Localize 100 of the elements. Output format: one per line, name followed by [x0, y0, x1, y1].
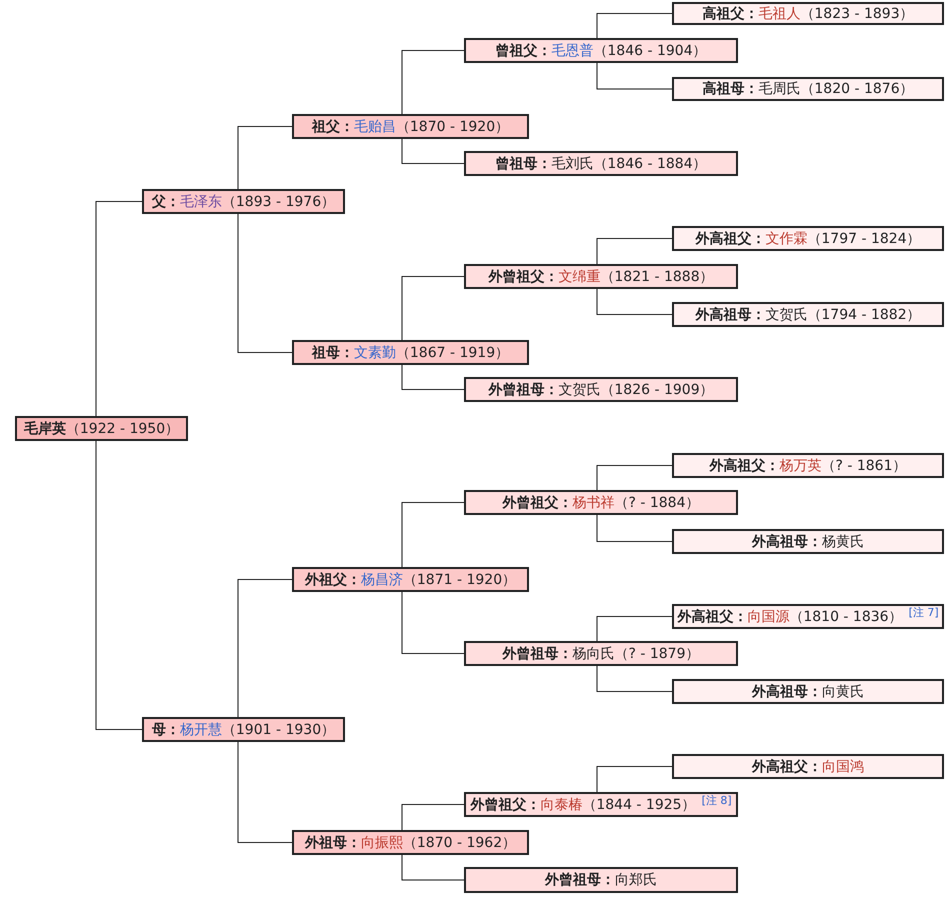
connector-line — [402, 854, 464, 880]
person-name: 杨书祥 — [572, 494, 614, 512]
person-box — [464, 264, 738, 289]
relation-label: 父： — [152, 192, 180, 210]
person-box — [15, 416, 188, 441]
person-name: 杨开慧 — [180, 720, 222, 738]
person-box — [142, 717, 345, 742]
life-dates: （1823 - 1893） — [800, 4, 914, 22]
life-dates: （? - 1861） — [821, 456, 906, 474]
person-box — [672, 2, 944, 25]
person-box — [672, 226, 944, 251]
person-name: 文素勤 — [354, 344, 396, 362]
life-dates: （1870 - 1962） — [402, 834, 516, 852]
connector-line — [402, 276, 464, 340]
relation-label: 母： — [152, 720, 180, 738]
relation-label: 外高祖母： — [752, 682, 822, 700]
connector-line — [596, 62, 672, 90]
connector-line — [238, 579, 292, 718]
connector-line — [238, 742, 292, 843]
relation-label: 外祖母： — [304, 834, 361, 852]
life-dates: （? - 1884） — [614, 494, 700, 512]
connector-line — [402, 804, 464, 830]
relation-label: 外高祖父： — [752, 758, 822, 776]
person-box — [672, 754, 944, 779]
relation-label: 外曾祖母： — [488, 380, 558, 398]
life-dates: （1901 - 1930） — [222, 720, 336, 738]
relation-label: 外高祖父： — [677, 608, 748, 626]
life-dates: （1797 - 1824） — [807, 230, 921, 248]
life-dates: （1846 - 1904） — [593, 42, 707, 60]
relation-label: 外高祖父： — [709, 456, 780, 474]
person-box — [672, 679, 944, 704]
connector-line — [402, 502, 464, 568]
connector-line — [238, 214, 292, 353]
person-name: 向振熙 — [360, 834, 403, 852]
life-dates: （1794 - 1882） — [807, 306, 921, 324]
person-name: 杨黄氏 — [822, 532, 864, 550]
person-name: 杨向氏 — [572, 644, 614, 662]
relation-label: 外高祖父： — [695, 230, 766, 248]
life-dates: （1871 - 1920） — [402, 570, 516, 588]
note-link: [注 7] — [908, 606, 939, 620]
person-name: 杨昌济 — [360, 570, 403, 588]
person-box — [292, 830, 529, 855]
person-name: 毛周氏 — [758, 80, 800, 98]
person-name: 文贺氏 — [765, 306, 808, 324]
relation-label: 外曾祖父： — [488, 268, 558, 286]
connector-line — [596, 616, 672, 642]
life-dates: （1820 - 1876） — [800, 80, 914, 98]
connector-line — [596, 514, 672, 542]
person-box — [464, 377, 738, 402]
connector-line — [96, 201, 142, 416]
connector-line — [596, 288, 672, 315]
person-name: 向郑氏 — [615, 871, 657, 889]
relation-label: 曾祖父： — [495, 42, 552, 60]
connector-line — [596, 13, 672, 38]
person-box — [464, 641, 738, 666]
relation-label: 外高祖母： — [752, 532, 822, 550]
connector-line — [238, 126, 292, 190]
relation-label: 外曾祖母： — [545, 871, 615, 889]
connector-line — [596, 238, 672, 264]
person-name: 毛祖人 — [758, 4, 800, 22]
person-box — [292, 567, 529, 592]
relation-label: 外曾祖父： — [470, 796, 540, 814]
note-link: [注 8] — [702, 794, 732, 808]
person-box — [292, 340, 529, 365]
relation-label: 祖父： — [312, 118, 354, 136]
connector-line — [596, 766, 672, 792]
connector-line — [96, 440, 142, 730]
life-dates: （1922 - 1950） — [66, 420, 180, 438]
person-box — [464, 490, 738, 515]
person-box — [672, 529, 944, 554]
person-box — [464, 792, 738, 817]
person-name: 毛贻昌 — [354, 118, 396, 136]
person-box — [672, 453, 944, 478]
relation-label: 外曾祖母： — [502, 644, 572, 662]
person-box — [672, 302, 944, 327]
person-name: 文贺氏 — [558, 380, 600, 398]
connector-line — [402, 50, 464, 114]
person-name: 向泰椿 — [540, 796, 582, 814]
person-name: 文绵重 — [558, 268, 600, 286]
person-name: 文作霖 — [765, 230, 808, 248]
person-box — [464, 867, 738, 893]
person-name: 向国源 — [747, 608, 790, 626]
person-name: 毛恩普 — [551, 42, 594, 60]
person-name: 杨万英 — [779, 456, 822, 474]
connector-line — [596, 465, 672, 490]
person-name: 毛岸英 — [24, 420, 66, 438]
relation-label: 高祖母： — [702, 80, 758, 98]
relation-label: 外祖父： — [304, 570, 361, 588]
life-dates: （1867 - 1919） — [396, 344, 510, 362]
connector-line — [402, 592, 464, 654]
relation-label: 曾祖母： — [495, 154, 552, 172]
life-dates: （1870 - 1920） — [396, 118, 510, 136]
person-name: 毛泽东 — [180, 192, 222, 210]
person-box — [464, 151, 738, 176]
person-box — [292, 114, 529, 139]
person-box — [142, 189, 345, 214]
person-box — [464, 38, 738, 63]
life-dates: （1826 - 1909） — [600, 380, 714, 398]
relation-label: 外高祖母： — [695, 306, 766, 324]
life-dates: （1810 - 1836） — [789, 608, 903, 626]
